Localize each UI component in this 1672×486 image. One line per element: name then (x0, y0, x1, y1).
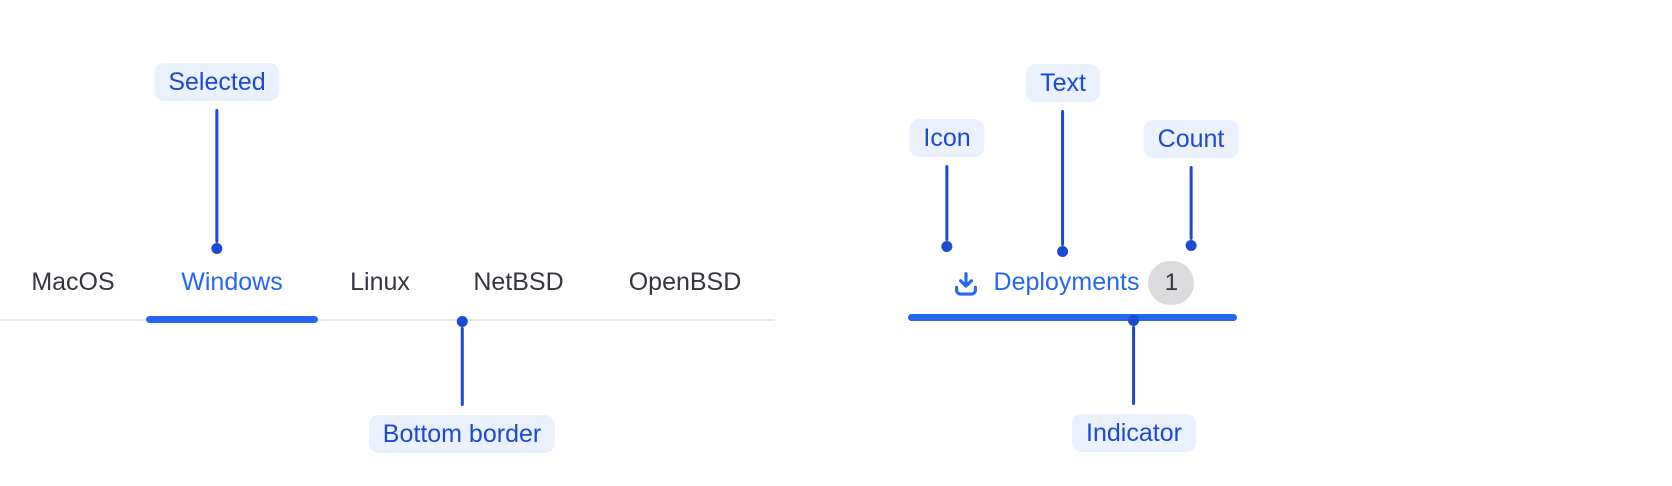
tab-label: MacOS (31, 267, 115, 296)
annotation-dot (1057, 246, 1069, 257)
tab-label: NetBSD (473, 267, 564, 296)
annotation-dot (1185, 240, 1197, 251)
annotation-count: Count (1143, 120, 1239, 251)
annotation-dot (211, 243, 223, 254)
annotation-pill: Selected (154, 63, 280, 101)
annotation-dot (456, 316, 468, 327)
tab-bar: MacOS Windows Linux NetBSD OpenBSD (0, 245, 775, 323)
tab-deployments[interactable]: Deployments 1 (908, 244, 1237, 321)
annotation-line (1061, 110, 1065, 246)
annotation-pill: Text (1026, 64, 1100, 102)
tab-label: Linux (350, 267, 410, 296)
annotation-bottom-border: Bottom border (368, 316, 556, 453)
tab-label: Deployments (993, 268, 1140, 296)
annotation-pill: Count (1143, 120, 1239, 158)
annotation-dot (1128, 315, 1140, 326)
annotation-pill: Indicator (1072, 414, 1196, 452)
annotation-icon: Icon (909, 119, 985, 252)
annotation-line (1189, 166, 1193, 240)
selected-tab-underline (146, 316, 318, 323)
annotation-indicator: Indicator (1072, 315, 1196, 452)
tab-windows[interactable]: Windows (146, 245, 318, 323)
download-icon (954, 271, 977, 296)
annotation-dot (941, 241, 953, 252)
annotation-line (460, 327, 464, 406)
tab-label: OpenBSD (628, 267, 742, 296)
tab-netbsd[interactable]: NetBSD (442, 245, 595, 319)
annotation-pill: Bottom border (368, 415, 556, 453)
count-badge: 1 (1148, 260, 1195, 305)
annotation-line (1132, 326, 1136, 405)
annotation-selected: Selected (154, 63, 280, 254)
tab-macos[interactable]: MacOS (0, 245, 146, 319)
annotation-line (945, 165, 949, 241)
tab-label: Windows (181, 267, 283, 296)
tab-openbsd[interactable]: OpenBSD (595, 245, 775, 319)
selected-tab-indicator (908, 314, 1237, 321)
tab-linux[interactable]: Linux (318, 245, 442, 319)
annotation-pill: Icon (909, 119, 985, 157)
annotation-line (215, 109, 219, 243)
annotation-text: Text (1026, 64, 1100, 257)
